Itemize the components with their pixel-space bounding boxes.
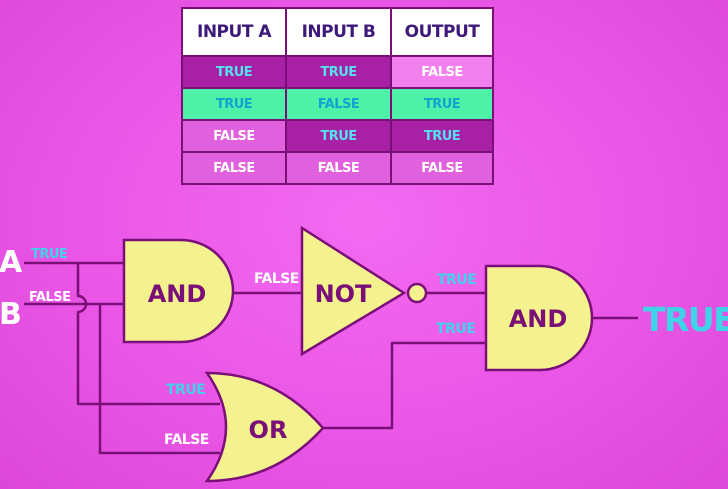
table-cell: TRUE	[181, 55, 287, 89]
not-output-label: TRUE	[437, 272, 476, 288]
table-row: TRUE FALSE TRUE	[181, 87, 494, 121]
table-cell: FALSE	[181, 119, 287, 153]
or-gate-shape	[204, 371, 325, 483]
and1-output-label: FALSE	[254, 271, 299, 287]
table-row: FALSE TRUE TRUE	[181, 119, 494, 153]
header-output: OUTPUT	[390, 7, 494, 57]
gate-and-1: AND	[122, 238, 235, 344]
gate-not-label: NOT	[315, 280, 372, 308]
truth-table: INPUT A INPUT B OUTPUT TRUE TRUE FALSE T…	[181, 7, 494, 185]
gate-and-1-label: AND	[148, 280, 207, 308]
or-input-top-label: TRUE	[166, 382, 205, 398]
wire-a-to-or	[76, 263, 220, 406]
table-cell: TRUE	[285, 119, 392, 153]
not-gate-shape	[300, 225, 407, 357]
gate-and-2-label: AND	[509, 305, 568, 333]
table-cell: TRUE	[285, 55, 392, 89]
table-header-row: INPUT A INPUT B OUTPUT	[181, 7, 494, 57]
input-b-value: FALSE	[29, 290, 70, 305]
table-cell: TRUE	[390, 119, 494, 153]
table-cell: TRUE	[181, 87, 287, 121]
header-input-b: INPUT B	[285, 7, 392, 57]
wire-b-to-or	[98, 304, 220, 455]
not-bubble	[406, 282, 428, 304]
input-a-name: A	[0, 245, 23, 280]
gate-or: OR	[204, 371, 325, 483]
and-gate-shape	[122, 238, 235, 344]
table-row: FALSE FALSE FALSE	[181, 151, 494, 185]
table-cell: FALSE	[390, 151, 494, 185]
final-output-label: TRUE	[643, 300, 728, 339]
table-cell: FALSE	[285, 151, 392, 185]
table-cell: FALSE	[181, 151, 287, 185]
wires	[24, 261, 638, 455]
table-row: TRUE TRUE FALSE	[181, 55, 494, 89]
gate-and-2: AND	[484, 264, 594, 372]
and-gate-shape	[484, 264, 594, 372]
header-input-a: INPUT A	[181, 7, 287, 57]
table-cell: FALSE	[390, 55, 494, 89]
table-cell: TRUE	[390, 87, 494, 121]
or-input-bottom-label: FALSE	[164, 432, 209, 448]
input-a-value: TRUE	[31, 247, 67, 262]
table-cell: FALSE	[285, 87, 392, 121]
input-b-name: B	[0, 297, 22, 332]
gate-not: NOT	[300, 225, 428, 357]
gate-or-label: OR	[249, 416, 288, 444]
wire-or-to-and2	[323, 341, 486, 430]
or-output-label: TRUE	[436, 321, 475, 337]
